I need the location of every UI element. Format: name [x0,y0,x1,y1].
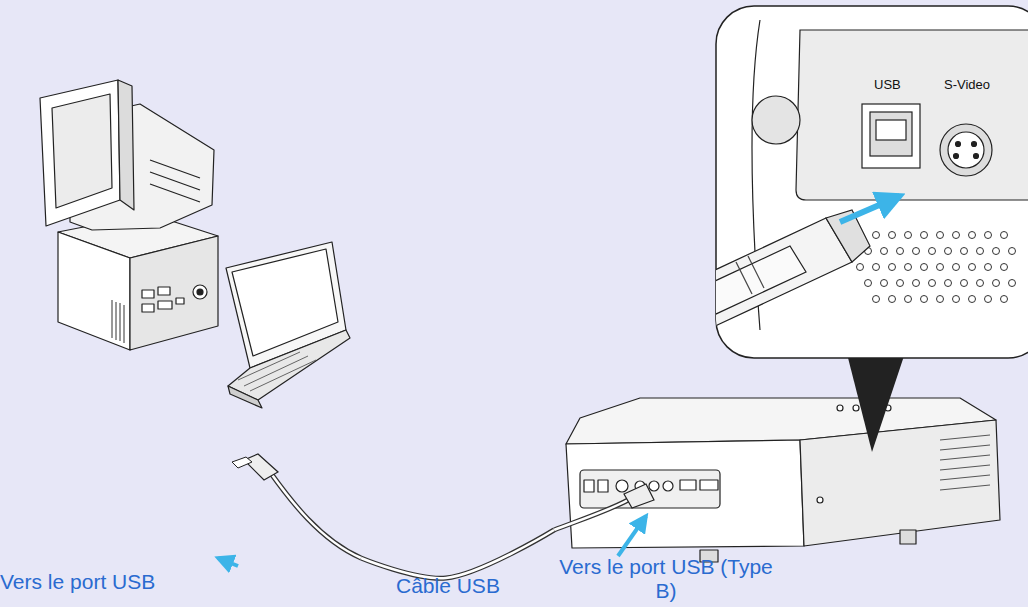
direction-arrow [618,516,646,556]
zoom-callout [640,6,1028,358]
zoom-pointer [846,350,906,452]
usb-plug-a [232,454,361,558]
port-label: Vers le port USB [0,570,240,594]
desktop-computer [40,80,350,408]
usb-cable [361,530,554,578]
cable-label: Câble USB [396,574,500,598]
direction-arrow [218,558,238,566]
port-label: Vers le port USB (Type B) [558,555,774,603]
cable-core [361,530,554,578]
device-node: Vers le port USB (Type B) [554,395,1000,607]
projector [566,398,1000,562]
connector-name: USB [874,78,901,92]
connector-name: S-Video [944,78,990,92]
device-node: Vers le port USB [0,240,361,607]
